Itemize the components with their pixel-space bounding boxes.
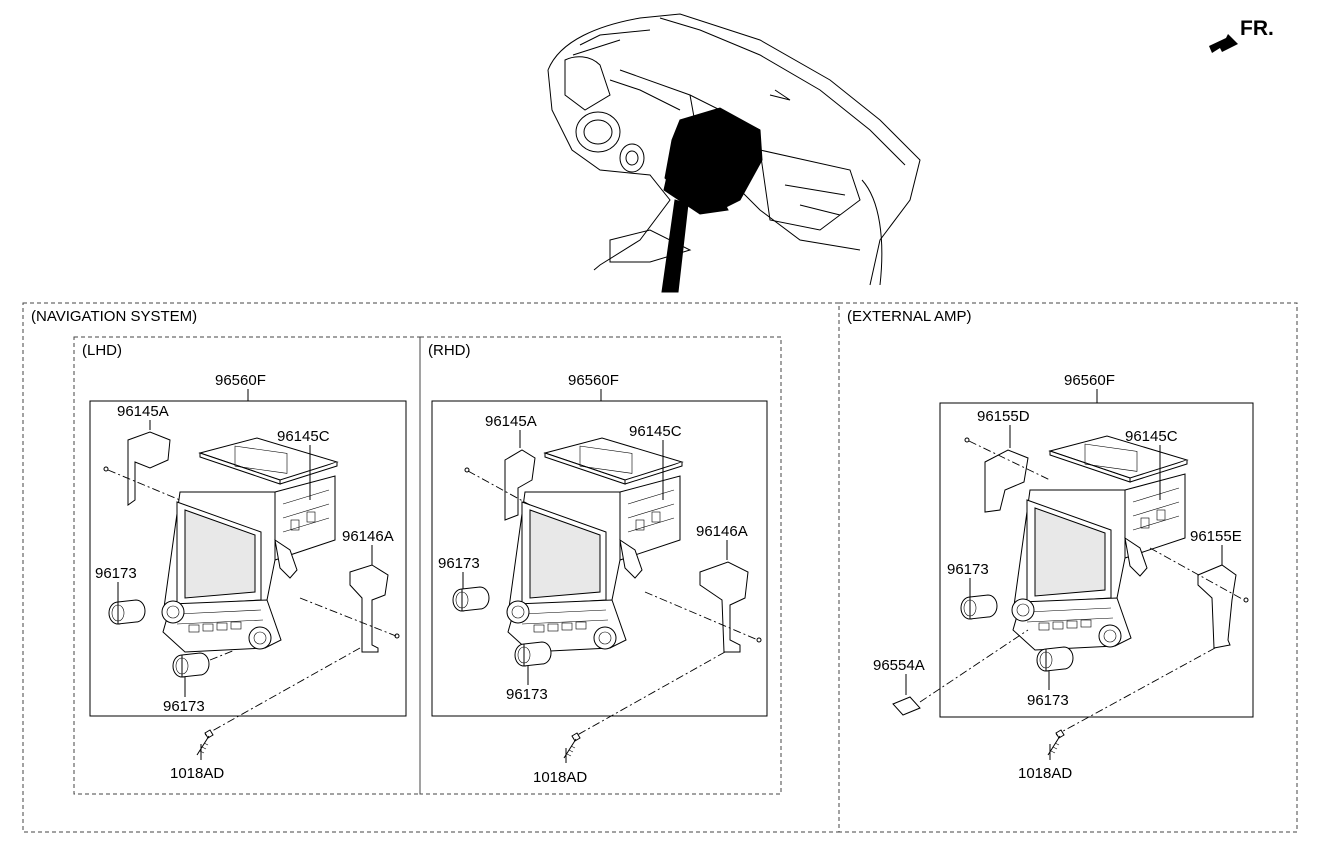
lhd-unit-box bbox=[89, 400, 407, 717]
amp-knob-upper bbox=[960, 594, 998, 620]
amp-knob-upper-label: 96173 bbox=[947, 561, 989, 578]
lhd-bracket-right bbox=[349, 564, 389, 653]
rhd-frame bbox=[419, 336, 782, 795]
amp-unit-label: 96560F bbox=[1064, 372, 1115, 389]
amp-knob-lower-label: 96173 bbox=[1027, 692, 1069, 709]
lhd-unit-label: 96560F bbox=[215, 372, 266, 389]
external-amp-frame bbox=[838, 302, 1298, 833]
front-direction-arrow-icon bbox=[1209, 34, 1238, 53]
amp-knob-lower bbox=[1036, 646, 1074, 672]
external-amp-title: (EXTERNAL AMP) bbox=[847, 308, 971, 325]
front-direction-indicator: FR. bbox=[1209, 17, 1274, 53]
lhd-bracket-right-label: 96146A bbox=[342, 528, 394, 545]
lhd-knob-lower bbox=[172, 652, 210, 678]
amp-bracket-right-label: 96155E bbox=[1190, 528, 1242, 545]
lhd-screw bbox=[196, 729, 214, 756]
rhd-title: (RHD) bbox=[428, 342, 471, 359]
lhd-knob-upper-label: 96173 bbox=[95, 565, 137, 582]
rhd-bracket-left bbox=[504, 449, 536, 521]
rhd-knob-lower bbox=[514, 641, 552, 667]
amp-sd-card bbox=[892, 696, 921, 716]
rhd-screw-label: 1018AD bbox=[533, 769, 587, 786]
amp-bracket-left bbox=[984, 449, 1029, 513]
lhd-knob-upper bbox=[108, 599, 146, 625]
amp-bracket-left-label: 96155D bbox=[977, 408, 1030, 425]
rhd-knob-lower-label: 96173 bbox=[506, 686, 548, 703]
amp-card-label: 96554A bbox=[873, 657, 925, 674]
rhd-bracket-right-label: 96146A bbox=[696, 523, 748, 540]
lhd-title: (LHD) bbox=[82, 342, 122, 359]
lhd-bracket-left bbox=[127, 431, 171, 506]
rhd-bracket-right bbox=[699, 561, 749, 653]
rhd-unit-box bbox=[431, 400, 768, 717]
navigation-system-title: (NAVIGATION SYSTEM) bbox=[31, 308, 197, 325]
amp-cover-label: 96145C bbox=[1125, 428, 1178, 445]
dashboard-overview-illustration bbox=[547, 13, 921, 293]
lhd-bracket-left-label: 96145A bbox=[117, 403, 169, 420]
front-direction-label: FR. bbox=[1240, 17, 1274, 40]
rhd-assembly: 96560F 96145A 96145C 96146A 96173 96173 … bbox=[431, 372, 768, 786]
amp-screw-label: 1018AD bbox=[1018, 765, 1072, 782]
lhd-knob-lower-label: 96173 bbox=[163, 698, 205, 715]
rhd-bracket-left-label: 96145A bbox=[485, 413, 537, 430]
lhd-assembly: 96560F 96145A 96145C 96146A 96173 96173 bbox=[89, 372, 407, 782]
rhd-unit-label: 96560F bbox=[568, 372, 619, 389]
rhd-knob-upper-label: 96173 bbox=[438, 555, 480, 572]
external-amp-assembly: 96560F 96155D 96145C 96155E 96173 96173 … bbox=[873, 372, 1254, 782]
rhd-cover-label: 96145C bbox=[629, 423, 682, 440]
amp-unit-box bbox=[939, 402, 1254, 718]
lhd-cover-label: 96145C bbox=[277, 428, 330, 445]
lhd-screw-label: 1018AD bbox=[170, 765, 224, 782]
rhd-knob-upper bbox=[452, 586, 490, 612]
amp-bracket-right bbox=[1197, 564, 1237, 649]
